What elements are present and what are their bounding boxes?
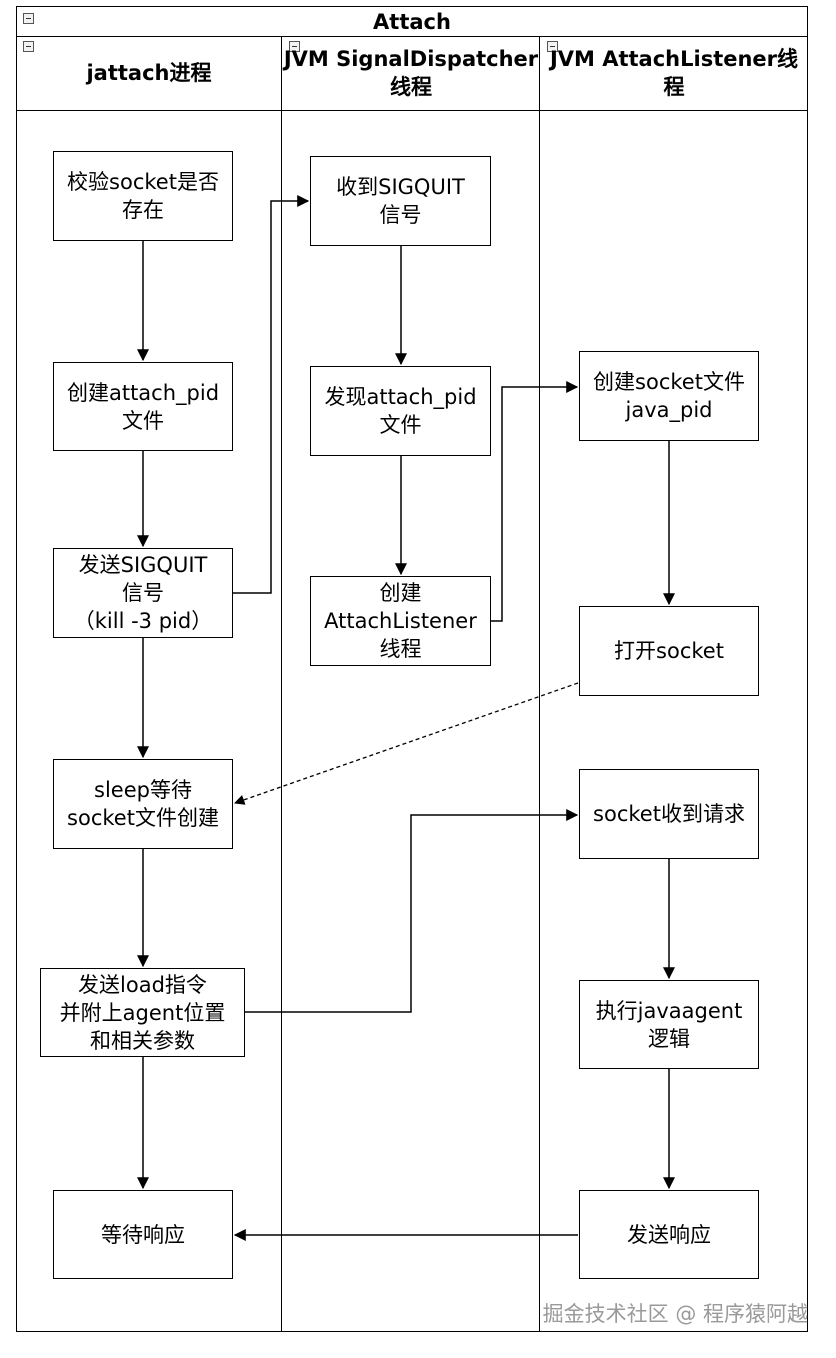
lane-signal-dispatcher: JVM SignalDispatcher线程 <box>282 36 540 1332</box>
collapse-icon[interactable] <box>289 41 300 52</box>
lane-header-jattach: jattach进程 <box>16 36 282 111</box>
node-send-sigquit[interactable]: 发送SIGQUIT 信号 （kill -3 pid） <box>53 548 233 638</box>
node-sleep-wait[interactable]: sleep等待 socket文件创建 <box>53 759 233 849</box>
lane-attach-listener: JVM AttachListener线程 <box>540 36 808 1332</box>
collapse-icon[interactable] <box>547 41 558 52</box>
node-create-attach-pid[interactable]: 创建attach_pid 文件 <box>53 362 233 451</box>
node-check-socket[interactable]: 校验socket是否 存在 <box>53 151 233 241</box>
lane-jattach: jattach进程 <box>16 36 282 1332</box>
node-open-socket[interactable]: 打开socket <box>579 606 759 696</box>
node-create-attach-listener[interactable]: 创建 AttachListener 线程 <box>310 576 491 666</box>
collapse-icon[interactable] <box>23 41 34 52</box>
diagram-title: Attach <box>373 10 451 34</box>
lane-divider <box>539 36 540 1332</box>
node-send-response[interactable]: 发送响应 <box>579 1190 759 1279</box>
node-send-load[interactable]: 发送load指令 并附上agent位置 和相关参数 <box>40 968 245 1057</box>
node-find-attach-pid[interactable]: 发现attach_pid 文件 <box>310 366 491 456</box>
node-socket-receive[interactable]: socket收到请求 <box>579 769 759 859</box>
node-wait-response[interactable]: 等待响应 <box>53 1190 233 1279</box>
diagram-frame <box>16 6 808 1332</box>
lane-header-attach-listener: JVM AttachListener线程 <box>540 36 808 111</box>
node-create-socket-file[interactable]: 创建socket文件 java_pid <box>579 351 759 441</box>
collapse-icon[interactable] <box>23 13 34 24</box>
node-execute-javaagent[interactable]: 执行javaagent 逻辑 <box>579 980 759 1069</box>
lane-header-signal-dispatcher: JVM SignalDispatcher线程 <box>282 36 540 111</box>
pool-title-bar: Attach <box>16 6 808 37</box>
lane-divider <box>281 36 282 1332</box>
watermark: 掘金技术社区 @ 程序猿阿越 <box>542 1302 808 1326</box>
node-receive-sigquit[interactable]: 收到SIGQUIT 信号 <box>310 156 491 246</box>
